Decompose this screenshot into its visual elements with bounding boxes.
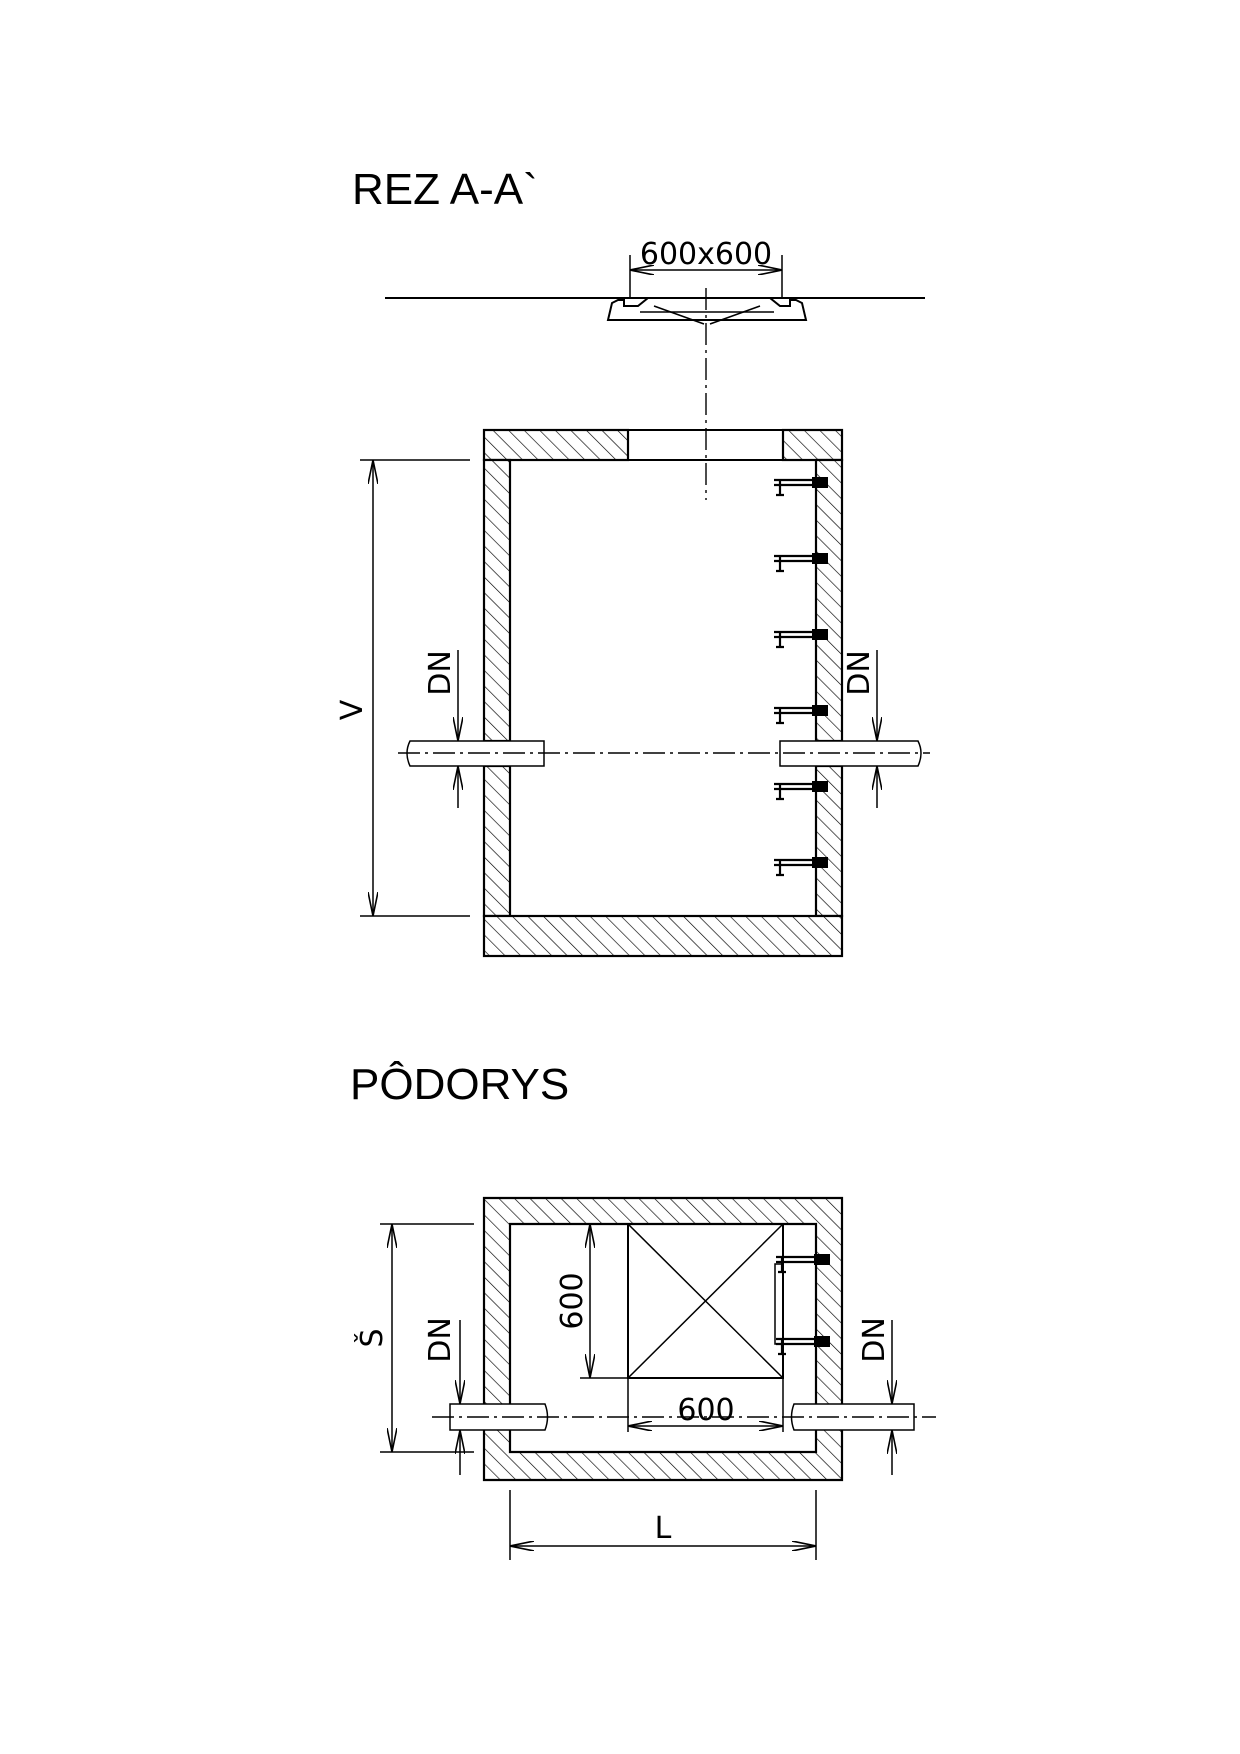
- bottom-slab: [482, 914, 844, 958]
- length-label: L: [655, 1511, 672, 1546]
- plan-title: PÔDORYS: [350, 1059, 569, 1109]
- plan-dn-right-dimension: DN: [857, 1317, 892, 1475]
- pipe-right: [779, 740, 922, 767]
- section-view: REZ A-A` 600x600: [335, 165, 930, 958]
- manhole-cover: [606, 297, 808, 325]
- plan-opening: [627, 1223, 784, 1379]
- dn-right-label: DN: [842, 650, 877, 696]
- right-wall-upper: [814, 458, 844, 743]
- left-wall-lower: [482, 764, 512, 918]
- left-wall-upper: [482, 458, 512, 743]
- dn-right-dimension: DN: [842, 650, 877, 808]
- height-label: V: [335, 699, 370, 720]
- plan-dn-left-dimension: DN: [423, 1317, 460, 1475]
- plan-pipe-left: [449, 1403, 549, 1431]
- cover-dimension: 600x600: [629, 237, 783, 298]
- opening-width-label: 600: [677, 1393, 734, 1428]
- length-dimension: L: [509, 1490, 817, 1560]
- dn-left-label: DN: [423, 650, 458, 696]
- width-label: Š: [353, 1328, 390, 1347]
- plan-view: PÔDORYS 600: [350, 1059, 936, 1560]
- dn-left-dimension: DN: [423, 650, 458, 808]
- cover-size-label: 600x600: [640, 237, 772, 272]
- plan-step-irons: [774, 1252, 832, 1356]
- opening-height-dimension: 600: [555, 1223, 628, 1379]
- opening-height-label: 600: [555, 1272, 590, 1329]
- top-slab-right: [781, 428, 844, 462]
- shaft-walls: [482, 428, 844, 958]
- plan-dn-right-label: DN: [857, 1317, 892, 1363]
- plan-dn-left-label: DN: [423, 1317, 458, 1363]
- height-dimension: V: [335, 459, 470, 917]
- opening-width-dimension: 600: [627, 1378, 784, 1432]
- section-title: REZ A-A`: [352, 165, 538, 214]
- top-slab-left: [482, 428, 630, 462]
